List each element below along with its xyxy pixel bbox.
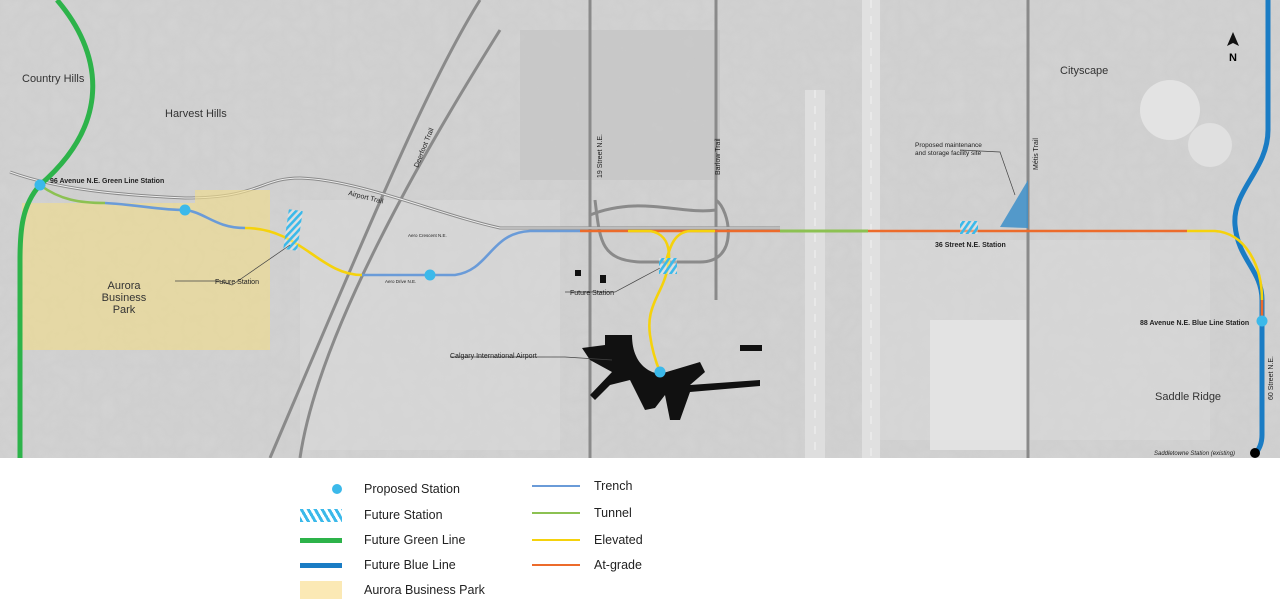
station-label: Future Station <box>215 279 259 286</box>
green-line-icon <box>300 537 342 543</box>
legend: Proposed Station Future Station Future G… <box>0 470 1280 608</box>
station-label: Saddletowne Station (existing) <box>1154 451 1235 457</box>
station-96-avenue[interactable] <box>34 179 46 191</box>
station-label: 96 Avenue N.E. Green Line Station <box>50 178 164 185</box>
legend-label: Aurora Business Park <box>364 583 485 597</box>
legend-at-grade: At-grade <box>532 558 642 572</box>
legend-label: Future Blue Line <box>364 558 456 572</box>
tunnel-icon <box>532 512 580 514</box>
area-label: Cityscape <box>1060 65 1108 77</box>
future-station-36-street <box>960 221 978 234</box>
legend-label: Elevated <box>594 533 643 547</box>
station-saddletowne[interactable] <box>1250 448 1260 458</box>
area-label: Saddle Ridge <box>1155 391 1221 403</box>
legend-label: Future Green Line <box>364 533 466 547</box>
road-label: Aero Crescent N.E. <box>408 233 447 238</box>
elevated-segment <box>628 229 671 373</box>
station-aero-drive[interactable] <box>424 269 436 281</box>
at-grade-icon <box>532 564 580 566</box>
blue-line <box>1232 0 1271 457</box>
green-line <box>17 0 96 458</box>
area-label: Harvest Hills <box>165 108 227 120</box>
blue-line-icon <box>300 562 342 568</box>
maintenance-label: Proposed maintenance <box>915 142 982 149</box>
aurora-label: Park <box>113 304 136 316</box>
legend-label: Proposed Station <box>364 482 460 496</box>
legend-elevated: Elevated <box>532 533 643 547</box>
road-label: 19 Street N.E. <box>597 134 604 178</box>
legend-label: Tunnel <box>594 506 632 520</box>
aurora-label: Aurora <box>107 280 141 292</box>
legend-tunnel: Tunnel <box>532 506 632 520</box>
station-airport[interactable] <box>654 366 666 378</box>
legend-future-station: Future Station <box>300 508 443 522</box>
maintenance-site <box>1000 180 1028 228</box>
maintenance-label: and storage facility site <box>915 150 982 157</box>
road-label: Barlow Trail <box>715 138 722 175</box>
north-arrow-icon <box>1227 32 1239 46</box>
station-label: Calgary International Airport <box>450 353 537 360</box>
station-label: 36 Street N.E. Station <box>935 242 1006 249</box>
station-label: Future Station <box>570 290 614 297</box>
legend-label: Future Station <box>364 508 443 522</box>
legend-blue-line: Future Blue Line <box>300 558 456 572</box>
elevated-segment <box>244 226 363 277</box>
area-label: Country Hills <box>22 73 85 85</box>
legend-label: Trench <box>594 479 633 493</box>
aurora-label: Business <box>102 292 147 304</box>
tunnel-segment <box>39 183 106 205</box>
proposed-station-icon <box>332 484 342 494</box>
trench-segment <box>362 229 580 277</box>
airport-terminal <box>582 335 760 420</box>
north-label: N <box>1229 52 1237 64</box>
route-map: N Country Hills Harvest Hills Cityscape … <box>0 0 1280 458</box>
legend-label: At-grade <box>594 558 642 572</box>
road-label: Métis Trail <box>1033 138 1040 170</box>
future-station-west <box>283 209 303 251</box>
legend-green-line: Future Green Line <box>300 533 465 547</box>
elevated-segment <box>1187 229 1264 301</box>
station-label: 88 Avenue N.E. Blue Line Station <box>1140 320 1249 327</box>
trench-icon <box>532 485 580 487</box>
road-label: Aero Drive N.E. <box>385 279 416 284</box>
legend-business-park: Aurora Business Park <box>300 581 485 599</box>
legend-proposed-station: Proposed Station <box>332 482 460 496</box>
future-station-airport <box>659 258 677 274</box>
station-88-avenue[interactable] <box>1256 315 1268 327</box>
aurora-business-park <box>22 190 270 350</box>
business-park-icon <box>300 581 342 599</box>
legend-trench: Trench <box>532 479 632 493</box>
station-harvest-hills[interactable] <box>179 204 191 216</box>
elevated-icon <box>532 539 580 541</box>
future-station-icon <box>300 508 342 522</box>
road-label: 60 Street N.E. <box>1268 356 1275 400</box>
